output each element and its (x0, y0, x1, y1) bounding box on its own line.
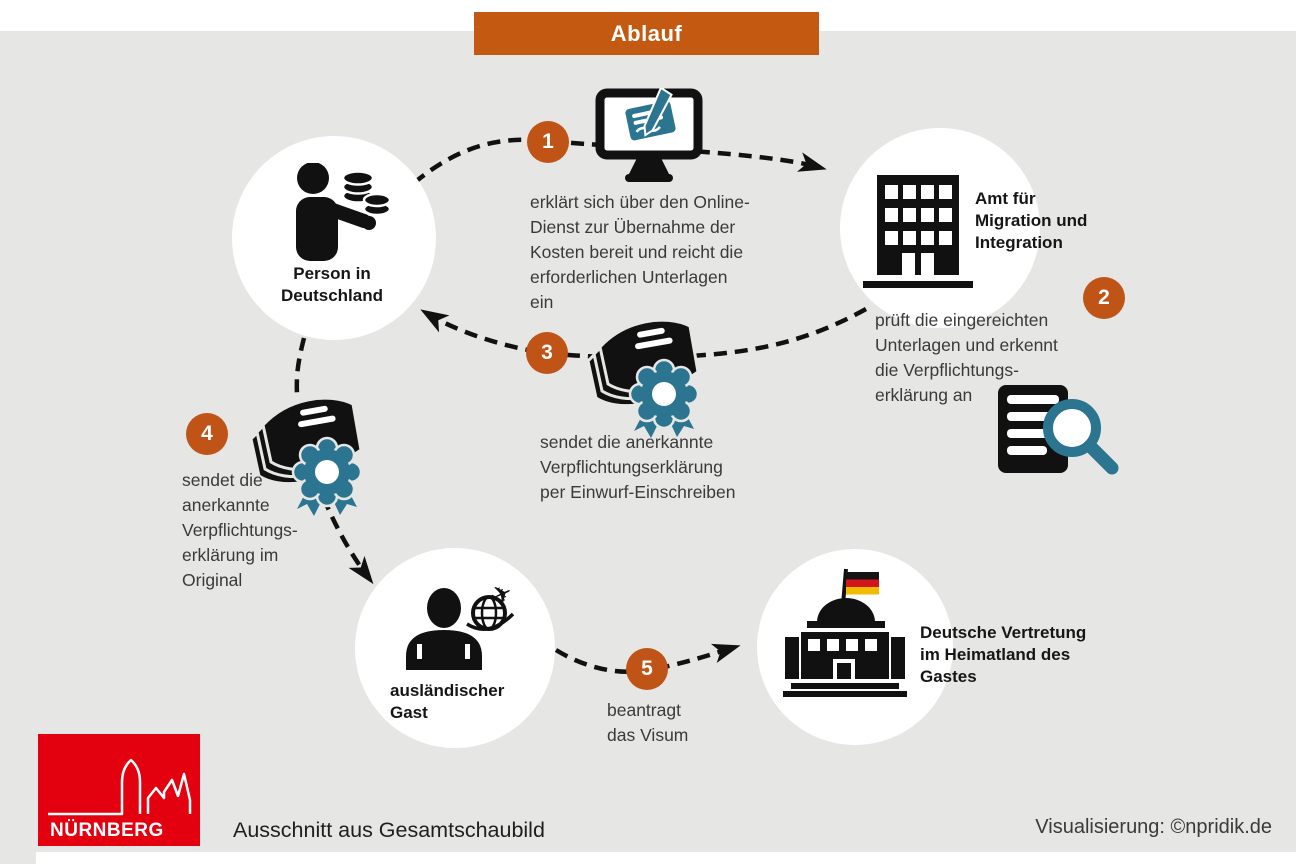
step-3-badge: 3 (526, 332, 568, 374)
person-node-label: Person in Deutschland (280, 264, 384, 305)
step-2-number: 2 (1098, 286, 1110, 309)
step-5-badge: 5 (626, 648, 668, 690)
person-with-coins-icon (292, 162, 392, 261)
step-1-badge: 1 (527, 121, 569, 163)
embassy-flag-icon (783, 565, 907, 697)
step-2-badge: 2 (1083, 277, 1125, 319)
german-flag-icon (846, 572, 879, 595)
credit: Visualisierung: ©npridik.de (1035, 816, 1272, 838)
background-notch (0, 852, 36, 864)
arrow-step3 (420, 307, 868, 360)
office-building-icon (863, 175, 973, 290)
nuernberg-logo: NÜRNBERG (38, 734, 200, 846)
step-5-text: beantragt das Visum (607, 700, 689, 745)
document-magnifier-icon (998, 385, 1124, 485)
vertretung-node-label: Deutsche Vertretung im Heimatland des Ga… (920, 623, 1087, 686)
step-4-number: 4 (201, 422, 213, 445)
svg-text:✈: ✈ (486, 586, 518, 614)
certificate-seal-icon-step4 (243, 390, 378, 518)
step-3-text: sendet die anerkannte Verpflichtungserkl… (540, 432, 736, 502)
step-2-text: prüft die eingereichten Unterlagen und e… (875, 310, 1058, 405)
certificate-seal-icon-step3 (580, 312, 715, 440)
logo-text-svg: NÜRNBERG (50, 820, 164, 841)
amt-node-label: Amt für Migration und Integration (975, 189, 1088, 252)
step-5-number: 5 (641, 657, 653, 680)
step-1-number: 1 (542, 130, 554, 153)
arrow-step4a (294, 337, 307, 395)
caption: Ausschnitt aus Gesamtschaubild (233, 818, 545, 842)
gast-node-label: ausländischer Gast (390, 681, 505, 722)
title-banner: Ablauf (474, 12, 819, 55)
nuernberg-skyline-icon: NÜRNBERG (48, 758, 192, 841)
monitor-online-signing-icon (595, 86, 703, 185)
traveler-globe-plane-icon: ✈ (403, 577, 518, 670)
step-3-number: 3 (541, 341, 553, 364)
step-1-text: erklärt sich über den Online- Dienst zur… (530, 192, 750, 312)
page-title: Ablauf (610, 20, 683, 46)
step-4-text: sendet die anerkannte Verpflichtungs- er… (182, 470, 298, 590)
step-4-badge: 4 (186, 413, 228, 455)
